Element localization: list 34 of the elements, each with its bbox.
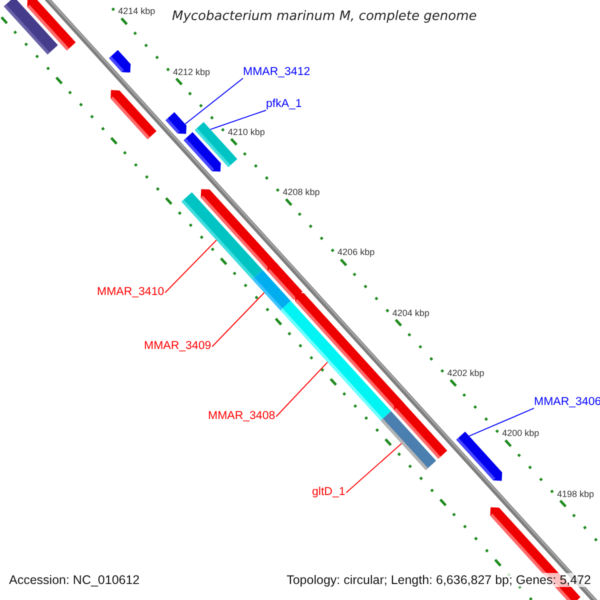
gene-feature — [110, 90, 156, 140]
leader-line — [346, 443, 402, 494]
gene-label: pfkA_1 — [266, 98, 302, 112]
leader-line — [210, 110, 266, 130]
map-title: Mycobacterium marinum M, complete genome — [172, 10, 477, 25]
scale-label: 4212 kbp — [173, 66, 210, 77]
gene-feature — [252, 270, 291, 310]
scale-label: 4214 kbp — [118, 6, 156, 17]
leader-line — [164, 240, 217, 294]
leader-line — [212, 292, 265, 348]
gene-feature — [27, 0, 76, 50]
gene-feature — [166, 112, 186, 134]
leader-line — [276, 362, 328, 418]
scale-label: 4198 kbp — [556, 488, 594, 499]
scale-label: 4204 kbp — [392, 308, 430, 318]
scale-label: 4200 kbp — [502, 428, 540, 439]
gene-label: MMAR_3412 — [243, 66, 310, 80]
leader-line — [468, 408, 534, 437]
scale-label: 4206 kbp — [338, 247, 375, 258]
gene-label: MMAR_3410 — [97, 286, 164, 300]
gene-feature — [200, 189, 278, 274]
gene-feature — [280, 300, 392, 421]
gene-feature — [108, 50, 131, 73]
gene-feature — [380, 411, 436, 470]
scale-label: 4208 kbp — [282, 187, 320, 198]
gene-feature — [456, 432, 502, 481]
scale-label: 4202 kbp — [447, 368, 484, 378]
leader-line — [184, 78, 244, 124]
gene-label: MMAR_3408 — [208, 410, 276, 424]
scale-label: 4210 kbp — [228, 126, 265, 138]
gene-label: gltD_1 — [312, 486, 346, 500]
gene-label: MMAR_3409 — [144, 340, 212, 354]
footer-note: Accession: NC_010612 — [9, 573, 140, 588]
footer-note: Topology: circular; Length: 6,636,827 bp; Genes: 5,472 — [286, 573, 591, 588]
